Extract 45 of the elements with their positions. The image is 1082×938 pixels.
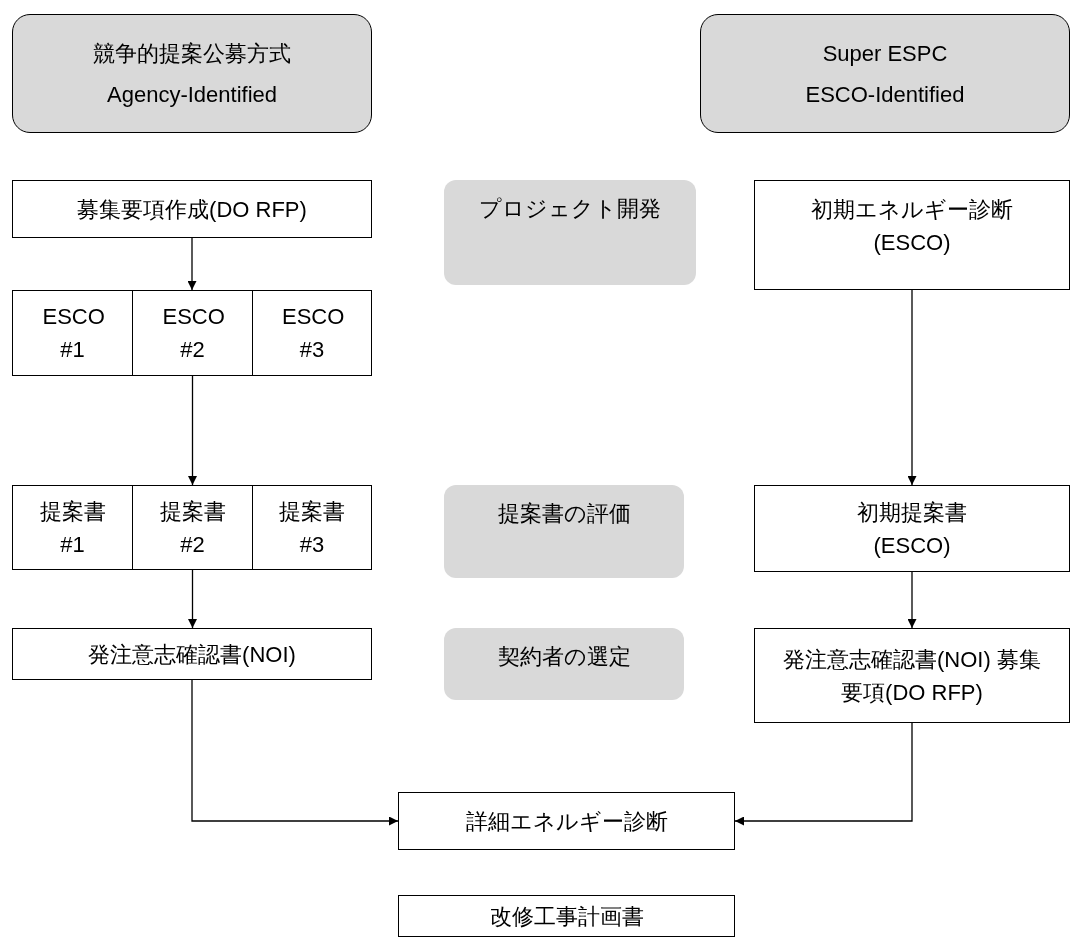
- node-text: 競争的提案公募方式: [93, 39, 291, 68]
- phase-label: [444, 628, 684, 700]
- node-text: 詳細エネルギー診断: [465, 807, 668, 836]
- header-box: [12, 14, 372, 133]
- process-box: [12, 628, 372, 680]
- node-text: 改修工事計画書: [489, 902, 644, 931]
- process-box: [132, 290, 253, 376]
- node-text: 提案書の評価: [497, 500, 631, 528]
- process-box: [754, 628, 1070, 723]
- arrow: [191, 679, 399, 826]
- node-text: 提案書 #3: [278, 497, 346, 559]
- phase-label: [444, 485, 684, 578]
- process-box: [398, 792, 735, 850]
- process-box: [754, 485, 1070, 572]
- process-box: [252, 290, 372, 376]
- node-text: 発注意志確認書(NOI): [88, 640, 296, 669]
- node-text: 初期エネルギー診断 (ESCO): [810, 196, 1014, 257]
- process-box: [12, 485, 133, 570]
- arrow: [188, 569, 197, 629]
- process-box: [12, 180, 372, 238]
- node-text: 提案書 #2: [158, 497, 227, 559]
- process-box: [252, 485, 372, 570]
- header-box: [700, 14, 1070, 133]
- process-box: [12, 290, 133, 376]
- arrow: [907, 289, 917, 486]
- process-box: [398, 895, 735, 937]
- node-text: 提案書 #1: [38, 497, 107, 559]
- arrow: [188, 375, 197, 486]
- node-text: 募集要項作成(DO RFP): [77, 195, 307, 224]
- node-text: ESCO #1: [42, 303, 103, 364]
- node-text: プロジェクト開発: [479, 195, 661, 223]
- process-box: [132, 485, 253, 570]
- node-text: ESCO #3: [282, 303, 342, 364]
- node-text: 発注意志確認書(NOI) 募集要項(DO RFP): [782, 645, 1042, 707]
- arrow: [187, 237, 197, 291]
- node-text: ESCO-Identified: [805, 80, 965, 109]
- node-text: 契約者の選定: [497, 643, 631, 671]
- node-text: Super ESPC: [822, 39, 948, 68]
- node-text: ESCO #2: [162, 303, 223, 364]
- node-text: Agency-Identified: [107, 80, 277, 109]
- arrow: [734, 722, 913, 826]
- arrow: [907, 571, 917, 629]
- node-text: 初期提案書 (ESCO): [856, 498, 968, 560]
- process-box: [754, 180, 1070, 290]
- phase-label: [444, 180, 696, 285]
